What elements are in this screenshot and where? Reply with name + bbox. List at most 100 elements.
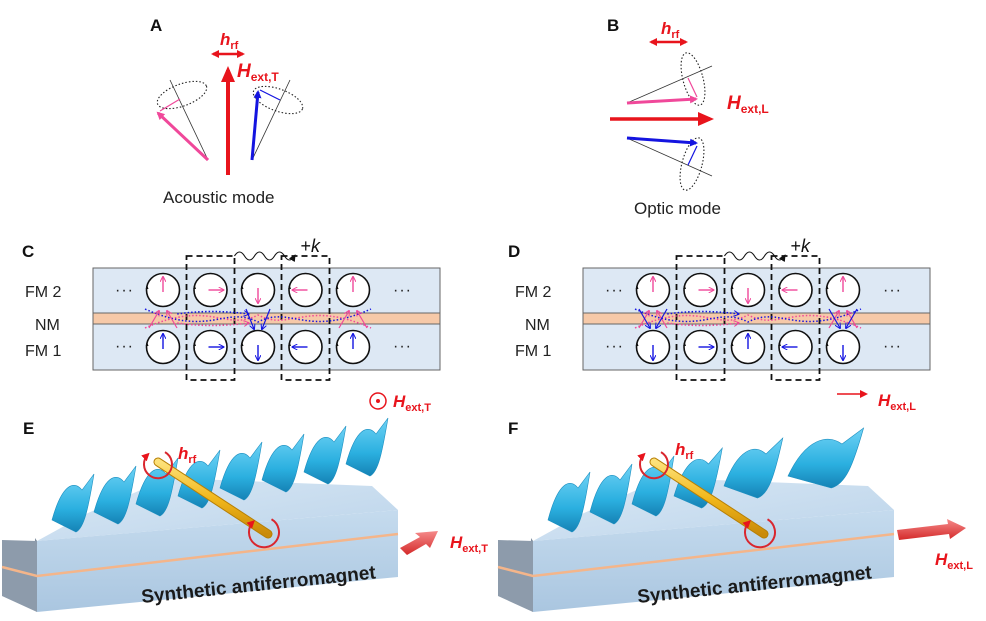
field-label-a: Hext,T [237, 61, 279, 84]
rotation-arrowhead-icon [240, 286, 244, 289]
rotation-arrowhead-icon [193, 286, 196, 289]
rf-field-circulation-icon [141, 451, 173, 480]
interlayer-arrow-pink [638, 311, 649, 329]
spin-wave-crest [93, 465, 137, 525]
rf-field-circulation-icon [742, 518, 776, 549]
panel-label-f: F [508, 419, 518, 438]
wavevector-label: +k [791, 236, 812, 256]
coupling-curve-fm2 [144, 314, 372, 329]
hrf-label-a: hrf [220, 30, 239, 52]
nm-layer [582, 312, 931, 325]
nm-stripe [497, 532, 895, 578]
ellipsis-right-bottom: ··· [883, 338, 902, 355]
precessing-spin-fm2 [156, 79, 210, 162]
rf-field-circulation-icon [246, 518, 280, 549]
coupling-curve-fm1 [634, 308, 862, 323]
unit-cell-box [185, 255, 236, 381]
field-label-f: Hext,L [935, 550, 973, 572]
field-label-d: Hext,L [878, 391, 916, 413]
rotation-arrowhead-icon [635, 343, 639, 346]
field-label-e: Hext,T [450, 533, 488, 555]
layer-label-nm: NM [525, 317, 550, 334]
ellipsis-right-bottom: ··· [393, 338, 412, 355]
interlayer-arrow-pink [657, 311, 668, 329]
mode-caption-acoustic: Acoustic mode [163, 188, 275, 207]
interlayer-arrow-pink [167, 311, 178, 329]
saf-slab-e: Synthetic antiferromagnet [1, 417, 399, 612]
interlayer-arrow-blue [245, 308, 254, 329]
rotation-arrowhead-icon [825, 343, 829, 346]
rotation-arrowhead-icon [145, 286, 149, 289]
interlayer-arrow-blue [828, 308, 840, 328]
interlayer-arrow-blue [846, 308, 858, 328]
field-label-c: Hext,T [393, 392, 431, 414]
unit-cell-box [675, 255, 726, 381]
ellipsis-left-top: ··· [605, 282, 624, 299]
ellipsis-right-top: ··· [393, 282, 412, 299]
layer-label-fm1: FM 1 [25, 343, 62, 360]
rotation-arrowhead-icon [145, 343, 149, 346]
rotation-arrowhead-icon [778, 286, 781, 289]
layer-label-fm1: FM 1 [515, 343, 552, 360]
coupling-curve-fm1 [144, 308, 372, 323]
rotation-arrowhead-icon [683, 343, 686, 346]
interlayer-arrow-blue [262, 308, 271, 329]
rotation-arrowhead-icon [825, 286, 829, 289]
hrf-label-e: hrf [178, 444, 197, 466]
saf-slab-f: Synthetic antiferromagnet [497, 427, 895, 612]
panel-label-a: A [150, 16, 162, 35]
spin-wave-crest [547, 471, 591, 533]
rotation-arrowhead-icon [635, 286, 639, 289]
wavevector-label: +k [301, 236, 322, 256]
spin-wave-crest [723, 437, 784, 499]
wavevector-wavy-arrow-icon [724, 251, 786, 263]
unit-cell-box [770, 255, 821, 381]
wavevector-wavy-arrow-icon [234, 251, 296, 263]
panel-label-d: D [508, 242, 520, 261]
rotation-arrowhead-icon [335, 343, 339, 346]
layer-label-fm2: FM 2 [515, 284, 552, 301]
ellipsis-left-bottom: ··· [115, 338, 134, 355]
rotation-arrowhead-icon [335, 286, 339, 289]
interlayer-arrow-pink [338, 311, 349, 329]
interlayer-arrow-pink [148, 311, 159, 329]
hrf-label-f: hrf [675, 440, 694, 462]
rf-field-circulation-icon [637, 451, 669, 480]
interlayer-arrow-pink [828, 311, 839, 329]
rotation-arrowhead-icon [288, 343, 291, 346]
panel-label-c: C [22, 242, 34, 261]
ellipsis-left-top: ··· [115, 282, 134, 299]
slab-front-face [533, 510, 894, 612]
rotation-arrowhead-icon [193, 343, 196, 346]
out-of-plane-field-icon [369, 392, 387, 410]
spin-wave-crest [345, 417, 389, 477]
spin-wave-crest [219, 441, 263, 501]
interlayer-arrow-pink [357, 311, 368, 329]
panel-a: A hrf Hext,T Acoustic mode [150, 16, 304, 207]
panel-e: E Synthetic antiferromagnet hrf Hext,T [1, 417, 488, 612]
spin-wave-crest [673, 446, 723, 509]
precessing-spin-fm2 [626, 52, 713, 106]
slab-front-face [37, 510, 398, 612]
panel-label-b: B [607, 16, 619, 35]
spin-wave-crest [303, 425, 347, 485]
hrf-label-b: hrf [661, 19, 680, 41]
spin-wave-crest [589, 463, 633, 525]
field-arrow-longitudinal-icon [897, 519, 966, 540]
layer-label-nm: NM [35, 317, 60, 334]
spin-wave-crest [51, 473, 95, 533]
rotation-arrowhead-icon [730, 286, 734, 289]
rotation-arrowhead-icon [778, 343, 781, 346]
rotation-arrowhead-icon [288, 286, 291, 289]
rotation-arrowhead-icon [240, 343, 244, 346]
interlayer-arrow-blue [656, 308, 668, 328]
slab-top-face [533, 478, 894, 541]
nm-stripe [1, 532, 399, 578]
out-of-plane-dot [376, 399, 380, 403]
spin-wave-crest [787, 427, 865, 489]
panel-label-e: E [23, 419, 34, 438]
